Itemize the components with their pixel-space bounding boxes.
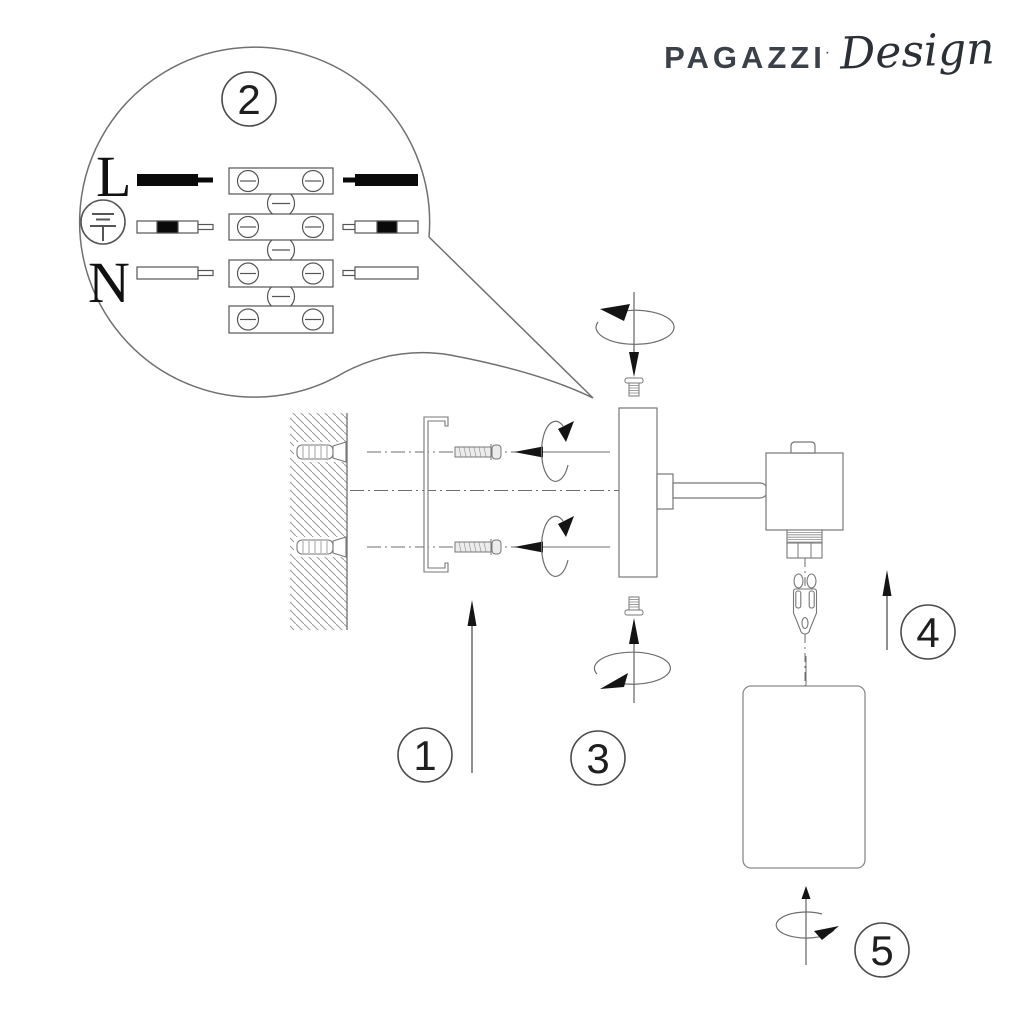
step-1-badge: 1 [397, 727, 453, 783]
lamp-head-bump [790, 441, 816, 454]
live-label: L [96, 144, 131, 209]
live-wire [137, 174, 418, 186]
rotate-clockwise-icon-screw-bottom [540, 515, 574, 577]
lamp-holder [786, 529, 823, 559]
grub-screw-icon-bottom [624, 596, 644, 616]
lamp-head [765, 452, 844, 531]
earth-wire [136, 220, 419, 234]
step-4-circle [900, 604, 956, 660]
arrow-up-icon-step5 [801, 886, 811, 899]
terminal-screw-icons [236, 169, 325, 331]
step-2-circle [221, 71, 277, 127]
brand-name: PAGAZZI· [664, 40, 830, 75]
step-4-number: 4 [916, 609, 939, 656]
step-5-number: 5 [870, 927, 893, 974]
rotate-clockwise-icon-grub-bottom [593, 651, 671, 685]
arrow-left-icon-bottom [514, 541, 543, 553]
grub-screw-icon-top [624, 377, 644, 397]
step-4-badge: 4 [900, 604, 956, 660]
arrow-left-icon-top [514, 446, 543, 458]
neutral-label: N [88, 250, 130, 315]
wall-plug-icon-top [294, 441, 347, 463]
lamp-arm [672, 482, 769, 499]
lamp-shade [742, 685, 866, 869]
rotate-clockwise-icon-screw-top [540, 420, 574, 482]
step-2-badge: 2 [221, 71, 277, 127]
grub-screw-bottom-assembly [593, 596, 671, 703]
arm-boss [656, 473, 674, 510]
speech-bubble [78, 46, 594, 399]
step-3-circle [570, 730, 626, 786]
neutral-wire [136, 266, 419, 280]
arrow-down-icon-grub-top [629, 352, 639, 377]
step-2-number: 2 [237, 76, 260, 123]
grub-screw-top-assembly [595, 292, 675, 397]
arrow-up-icon-step4 [882, 570, 892, 650]
g9-bulb-icon [792, 573, 818, 635]
centre-lines [350, 451, 619, 548]
mounting-bracket [423, 416, 449, 573]
step-5-badge: 5 [854, 922, 910, 978]
brand-script: Design [838, 23, 995, 80]
fixing-screw-top [454, 444, 502, 460]
step-3-number: 3 [586, 735, 609, 782]
earth-ground-icon [80, 199, 126, 245]
rotate-clockwise-icon-grub-top [595, 309, 675, 345]
step-1-circle [397, 727, 453, 783]
shade-rotation-assembly [775, 886, 839, 965]
step-1-number: 1 [413, 732, 436, 779]
step-5-circle [854, 922, 910, 978]
terminal-block-strip [228, 167, 334, 334]
step-3-badge: 3 [570, 730, 626, 786]
arrow-up-icon-grub-bottom [629, 618, 639, 644]
wall-plug-icon-bottom [294, 536, 347, 558]
wall-plate [618, 407, 658, 578]
fixing-screw-bottom [454, 539, 502, 555]
arrow-up-icon-step1 [467, 600, 477, 773]
brand-logo: PAGAZZI· Design [664, 23, 995, 80]
brand-trademark: · [825, 47, 830, 60]
